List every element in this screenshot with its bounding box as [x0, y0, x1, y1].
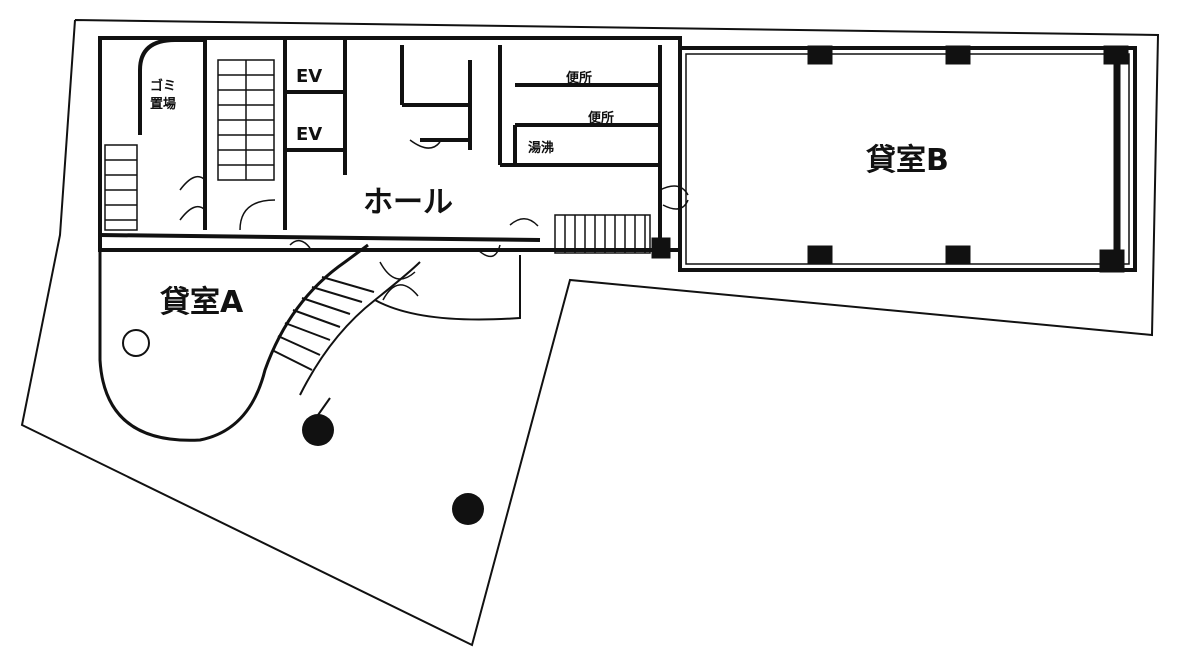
hall-stairs — [554, 214, 651, 254]
tree-mark-2 — [452, 493, 484, 525]
label-toilet-upper: 便所 — [566, 70, 592, 86]
room-label-rental-a: 貸室A — [160, 285, 244, 320]
label-ev-lower: EV — [296, 124, 322, 145]
label-garbage-2: 置場 — [150, 96, 176, 112]
door-swings — [179, 139, 689, 301]
room-label-hall: ホール — [363, 185, 453, 220]
core-stairs — [217, 59, 275, 181]
garbage-enclosure — [138, 38, 205, 135]
tree-stem — [317, 397, 331, 416]
label-garbage-1: ゴミ — [150, 78, 176, 94]
core-walls — [98, 36, 682, 252]
label-ev-upper: EV — [296, 66, 322, 87]
label-hot-water: 湯沸 — [528, 140, 554, 156]
room-label-rental-b: 貸室B — [866, 143, 949, 178]
left-exterior-stairs — [104, 144, 138, 231]
room-a-column-circle — [122, 329, 150, 357]
site-boundary — [20, 19, 1160, 647]
curved-stair — [264, 255, 521, 396]
label-toilet-lower: 便所 — [588, 110, 614, 126]
tree-mark-1 — [302, 414, 334, 446]
